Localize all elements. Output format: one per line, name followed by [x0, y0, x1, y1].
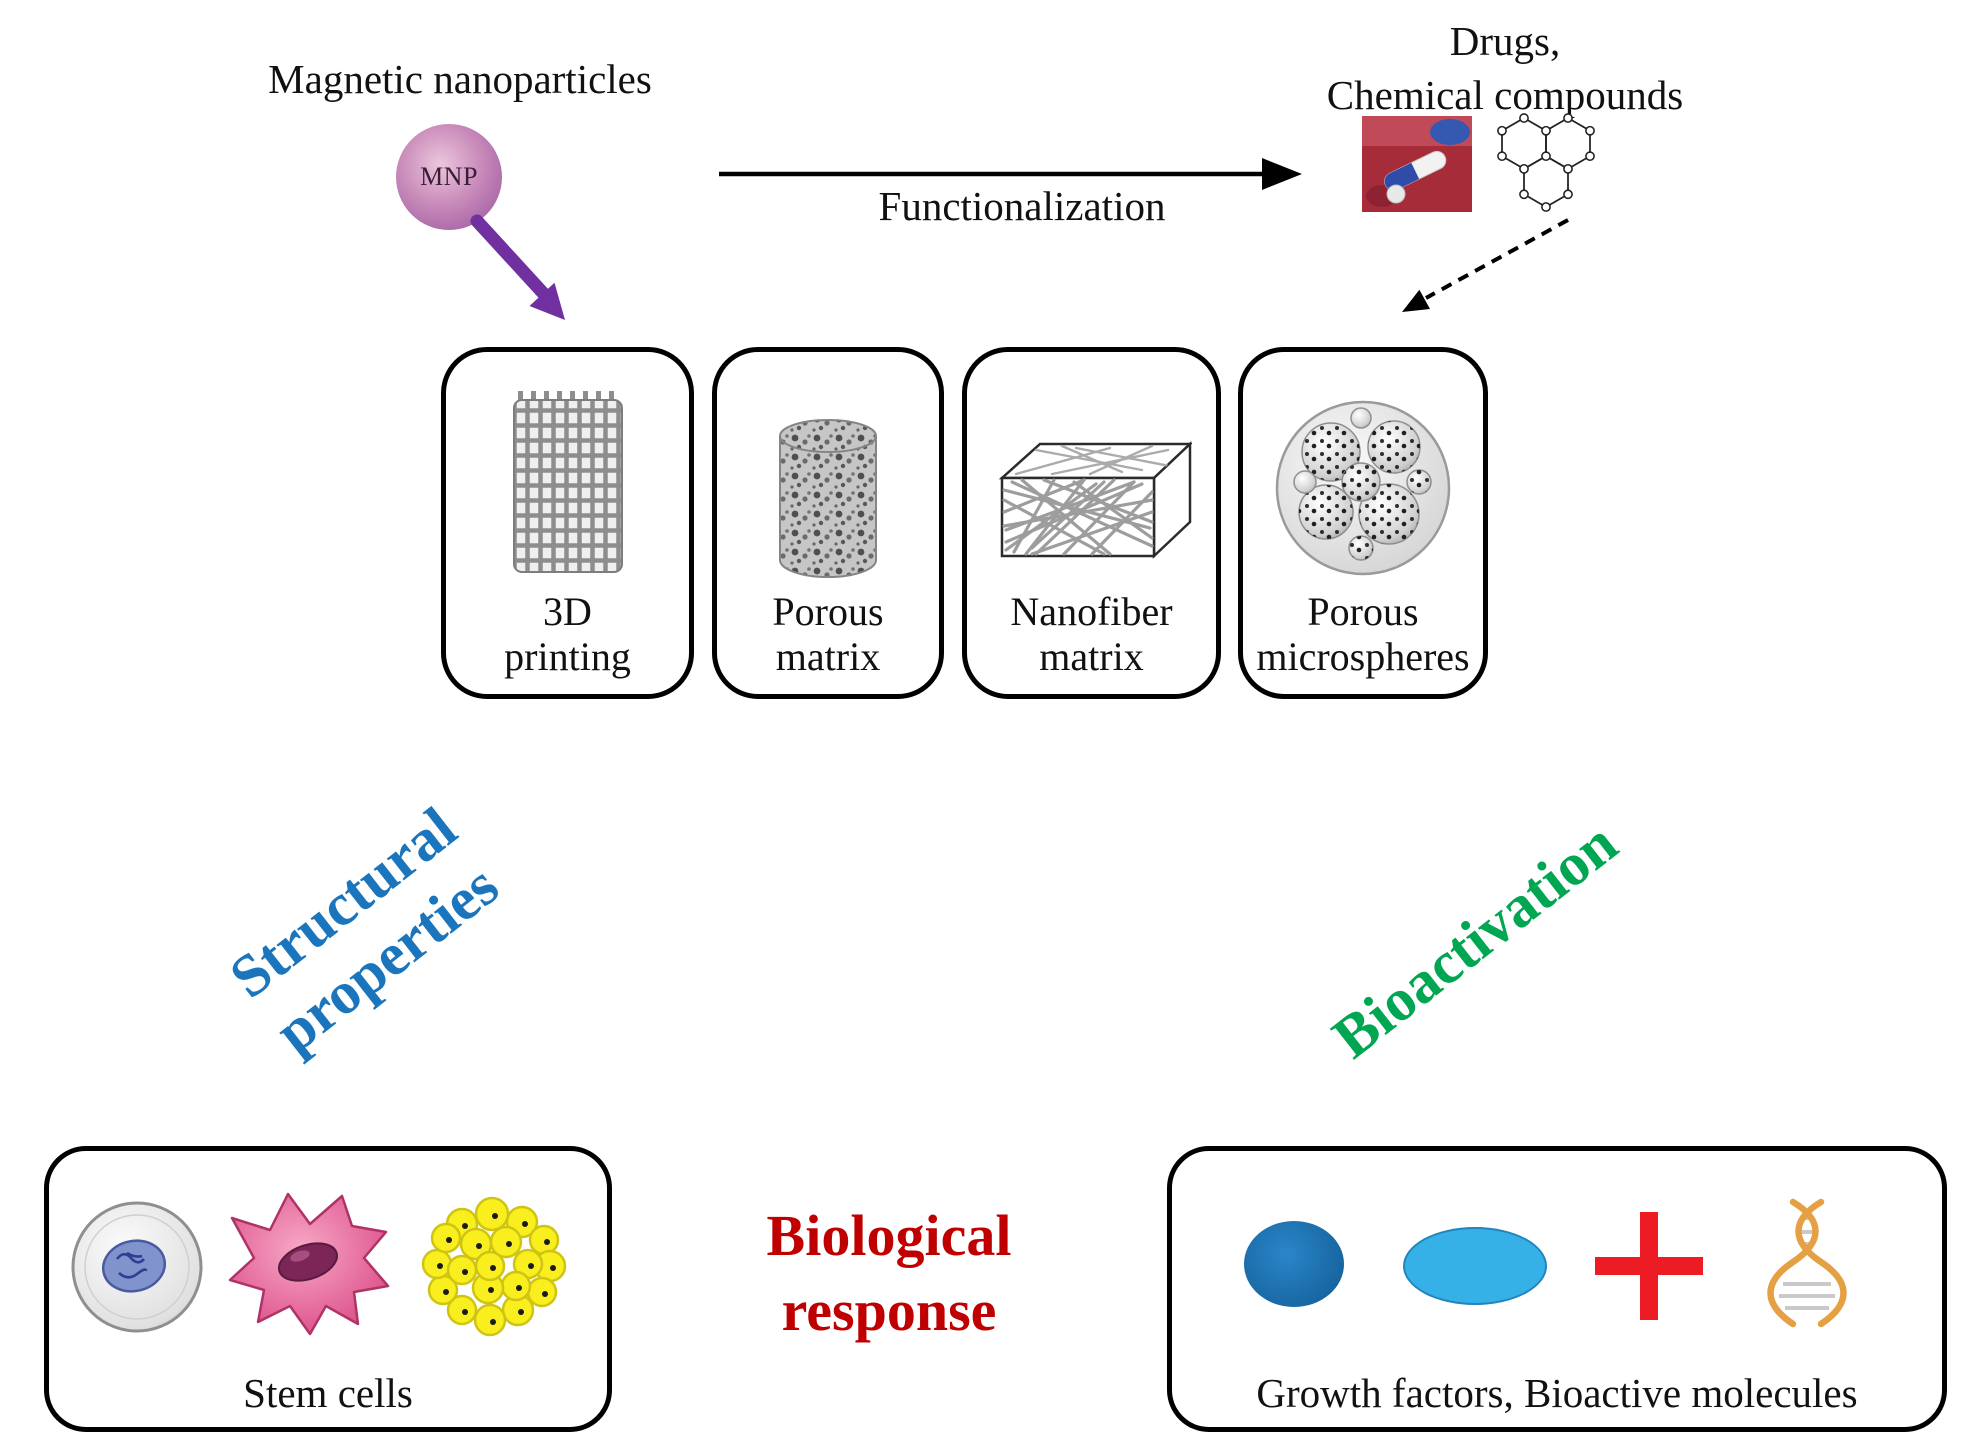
3d-printed-scaffold-icon [512, 391, 623, 573]
structural-properties-label: Structural properties [217, 794, 511, 1066]
functionalization-label: Functionalization [878, 183, 1166, 229]
porous-matrix-icon [779, 419, 877, 578]
drugs-photo-icon [1362, 116, 1472, 212]
drugs-to-scaffold-dashed-arrow-icon [1402, 218, 1569, 312]
chemical-structure-icon [1497, 113, 1595, 212]
stem-cells-box: Stem cells [44, 1146, 612, 1432]
round-stem-cell-icon [71, 1201, 203, 1333]
biological-response-label: Biological response [766, 1203, 1012, 1344]
growth-factors-box: Growth factors, Bioactive molecules [1167, 1146, 1947, 1432]
scaffold-label-3d-printing: 3D printing [504, 588, 631, 680]
cell-colony-icon [421, 1196, 567, 1337]
growth-factors-label: Growth factors, Bioactive molecules [1256, 1370, 1858, 1416]
scaffold-box-nanofiber-matrix: Nanofiber matrix [962, 347, 1221, 699]
scaffold-label-nanofiber-matrix: Nanofiber matrix [1010, 588, 1173, 680]
functionalization-arrow-icon [719, 158, 1302, 190]
scaffold-box-porous-matrix: Porous matrix [712, 347, 944, 699]
nanofiber-matrix-icon [998, 441, 1192, 559]
mnp-arrow-icon [470, 214, 565, 320]
mnp-particle-icon: MNP [396, 124, 502, 230]
drugs-label-line2: Chemical compounds [1326, 72, 1684, 119]
scaffold-label-porous-microspheres: Porous microspheres [1256, 588, 1470, 680]
scaffold-label-porous-matrix: Porous matrix [772, 588, 884, 680]
mnp-label: MNP [420, 162, 478, 191]
plus-icon [1595, 1212, 1703, 1320]
drugs-chemicals-label: Drugs, Chemical compounds [1255, 14, 1755, 122]
stem-cells-label: Stem cells [243, 1370, 413, 1416]
scaffold-box-3d-printing: 3D printing [441, 347, 694, 699]
growth-factor-ellipse-icon [1244, 1221, 1344, 1307]
scaffold-box-porous-microspheres: Porous microspheres [1238, 347, 1488, 699]
magnetic-nanoparticles-label: Magnetic nanoparticles [268, 56, 652, 102]
drugs-label-line1: Drugs, [1449, 18, 1561, 64]
mesenchymal-cell-icon [228, 1192, 390, 1336]
porous-microspheres-icon [1275, 400, 1451, 576]
bioactive-molecule-ellipse-icon [1403, 1227, 1547, 1305]
bioactivation-label: Bioactivation [1320, 809, 1630, 1071]
dna-helix-icon [1767, 1198, 1847, 1328]
